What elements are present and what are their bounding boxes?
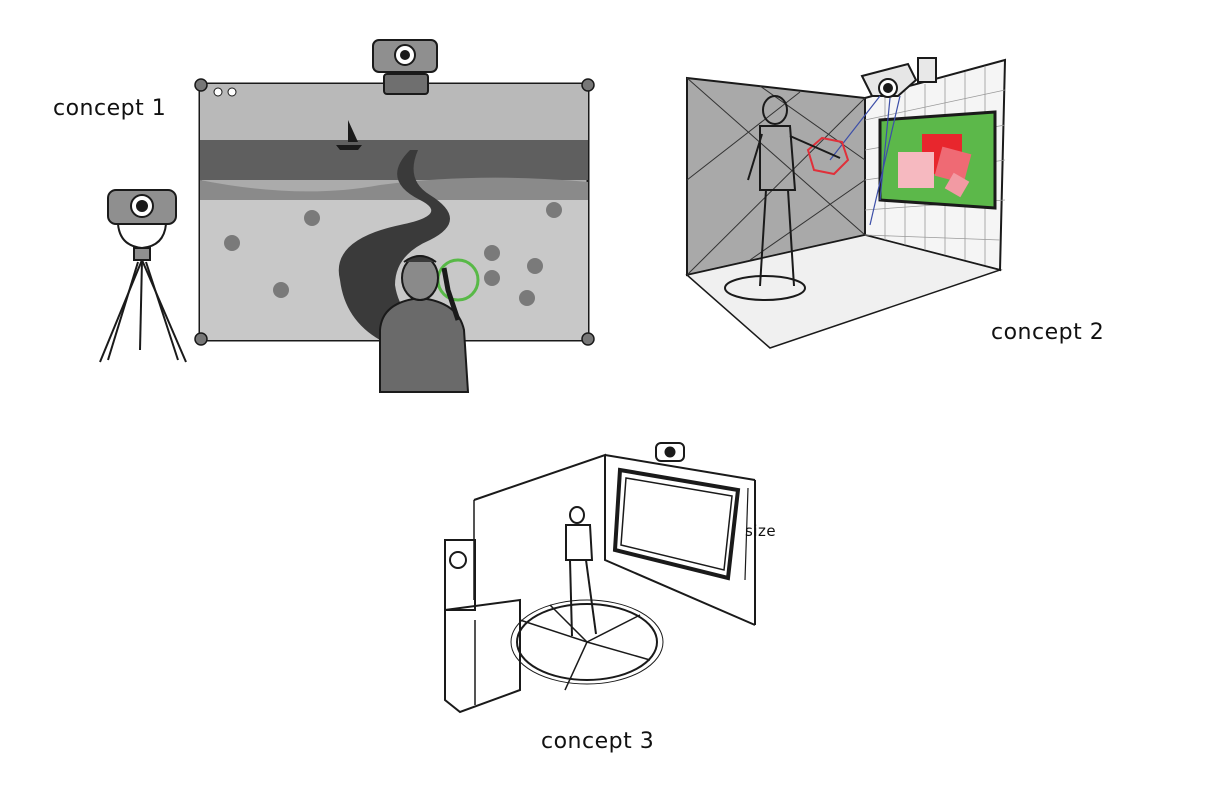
- concept-1-label: concept 1: [53, 96, 167, 121]
- concept-3-sketch: [444, 442, 756, 714]
- top-webcam: [372, 39, 438, 95]
- person-standing: [565, 506, 597, 637]
- size-annotation: size: [745, 522, 777, 540]
- concept-3-label: concept 3: [541, 729, 655, 754]
- concept-2-sketch: [685, 57, 1007, 349]
- wall-camera: [860, 57, 937, 98]
- projection-screen: [194, 78, 595, 346]
- green-display: [878, 110, 997, 210]
- concept-2-label: concept 2: [991, 320, 1105, 345]
- tripod-camera: [99, 189, 187, 363]
- person-gesturing: [724, 95, 841, 301]
- concept-1-sketch: [99, 39, 595, 393]
- person-pointing: [379, 255, 470, 393]
